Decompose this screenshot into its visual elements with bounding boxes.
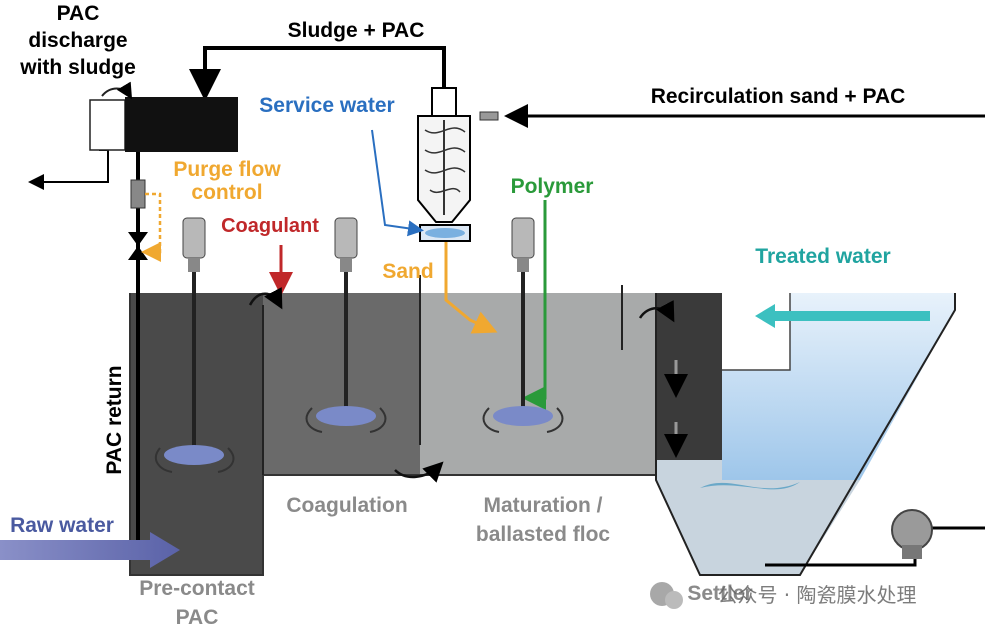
polymer-label: Polymer <box>511 175 594 198</box>
coagulation-tank <box>263 293 420 475</box>
watermark: 公众号 · 陶瓷膜水处理 <box>650 582 917 609</box>
impeller-icon <box>316 406 376 426</box>
settler-inlet <box>656 293 722 460</box>
sand-label: Sand <box>382 260 433 283</box>
raw-water-label: Raw water <box>10 514 114 537</box>
pac-discharge-label-2: discharge <box>28 29 127 52</box>
valve-icon <box>128 232 148 260</box>
purge-label-1: Purge flow <box>173 158 281 181</box>
coagulant-label: Coagulant <box>221 215 319 237</box>
treated-water-arrow <box>755 304 930 328</box>
pac-tank <box>125 97 238 152</box>
flowmeter-icon <box>130 179 146 209</box>
pac-return-label: PAC return <box>103 365 126 474</box>
watermark-text: 公众号 · 陶瓷膜水处理 <box>717 583 916 607</box>
mixer-motor-icon <box>154 217 235 473</box>
pac-discharge-label-3: with sludge <box>19 56 136 79</box>
lamella-icon <box>700 482 800 490</box>
maturation-tank <box>420 293 656 475</box>
maturation-label-1: Maturation / <box>484 494 603 517</box>
sludge-pac-label: Sludge + PAC <box>288 19 425 42</box>
precontact-tank <box>130 293 263 575</box>
sludge-pac-pipe <box>189 46 446 101</box>
precontact-label-2: PAC <box>176 606 219 629</box>
precontact-label-1: Pre-contact <box>139 577 255 600</box>
recirculation-label: Recirculation sand + PAC <box>651 85 906 108</box>
settler-water <box>722 293 955 480</box>
raw-water-arrow <box>0 532 180 568</box>
maturation-label-2: ballasted floc <box>476 523 611 546</box>
service-water-label: Service water <box>259 94 394 117</box>
impeller-icon <box>164 445 224 465</box>
impeller-icon <box>493 406 553 426</box>
treated-water-label: Treated water <box>755 245 890 268</box>
mixer-motor-icon <box>305 217 387 433</box>
settler-label: Settler <box>687 582 752 605</box>
pump-icon <box>891 509 933 559</box>
hydrocyclone-icon <box>417 87 499 242</box>
mixer-motor-icon <box>482 217 564 433</box>
settler-hopper <box>656 460 860 575</box>
pac-discharge-label-1: PAC <box>57 2 100 25</box>
purge-label-2: control <box>191 181 262 204</box>
coagulation-label: Coagulation <box>286 494 407 517</box>
